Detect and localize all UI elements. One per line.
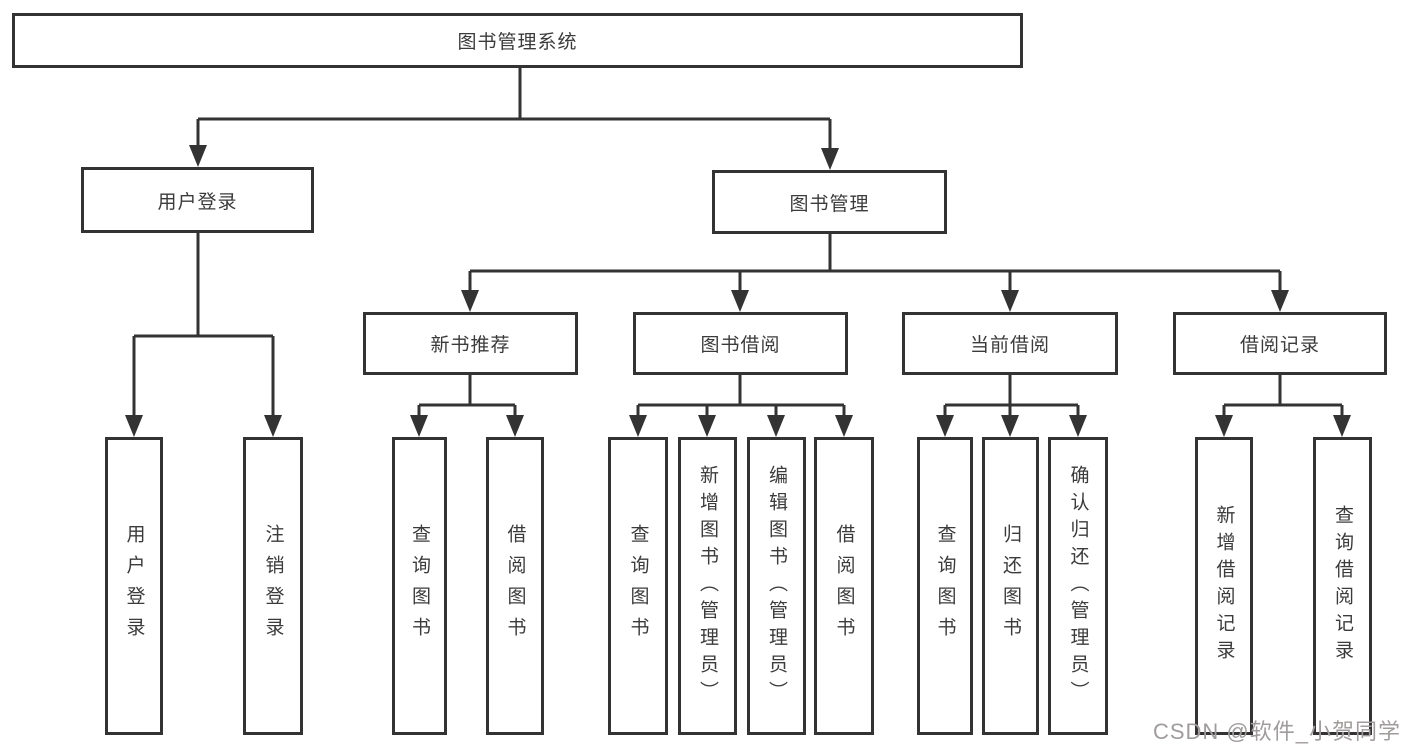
node-user-login: 用户登录 (81, 167, 314, 233)
leaf-user-login: 用户登录 (105, 437, 163, 735)
node-borrow-records: 借阅记录 (1173, 312, 1387, 375)
leaf-br-add-record: 新增借阅记录 (1195, 437, 1253, 735)
leaf-cb-query-books: 查询图书 (917, 437, 973, 735)
leaf-nb-query-books: 查询图书 (392, 437, 447, 735)
leaf-nb-borrow-books: 借阅图书 (486, 437, 544, 735)
connector-elbows (132, 68, 1344, 421)
node-root-system: 图书管理系统 (12, 13, 1023, 68)
csdn-watermark: CSDN @软件_小贺同学 (1152, 719, 1401, 744)
leaf-br-query-record: 查询借阅记录 (1313, 437, 1372, 735)
leaf-bb-add-books-admin: 新增图书（管理员） (678, 437, 737, 735)
leaf-bb-edit-books-admin: 编辑图书（管理员） (747, 437, 806, 735)
connector-arrowheads (125, 145, 1351, 437)
node-book-borrow: 图书借阅 (633, 312, 848, 375)
node-book-management: 图书管理 (712, 170, 947, 234)
node-new-book-recommend: 新书推荐 (363, 312, 578, 375)
leaf-bb-borrow-books: 借阅图书 (814, 437, 874, 735)
leaf-cb-return-books: 归还图书 (982, 437, 1039, 735)
leaf-logout: 注销登录 (243, 437, 303, 735)
node-current-borrow: 当前借阅 (902, 312, 1118, 375)
leaf-cb-confirm-return-admin: 确认归还（管理员） (1048, 437, 1108, 735)
leaf-bb-query-books: 查询图书 (608, 437, 668, 735)
